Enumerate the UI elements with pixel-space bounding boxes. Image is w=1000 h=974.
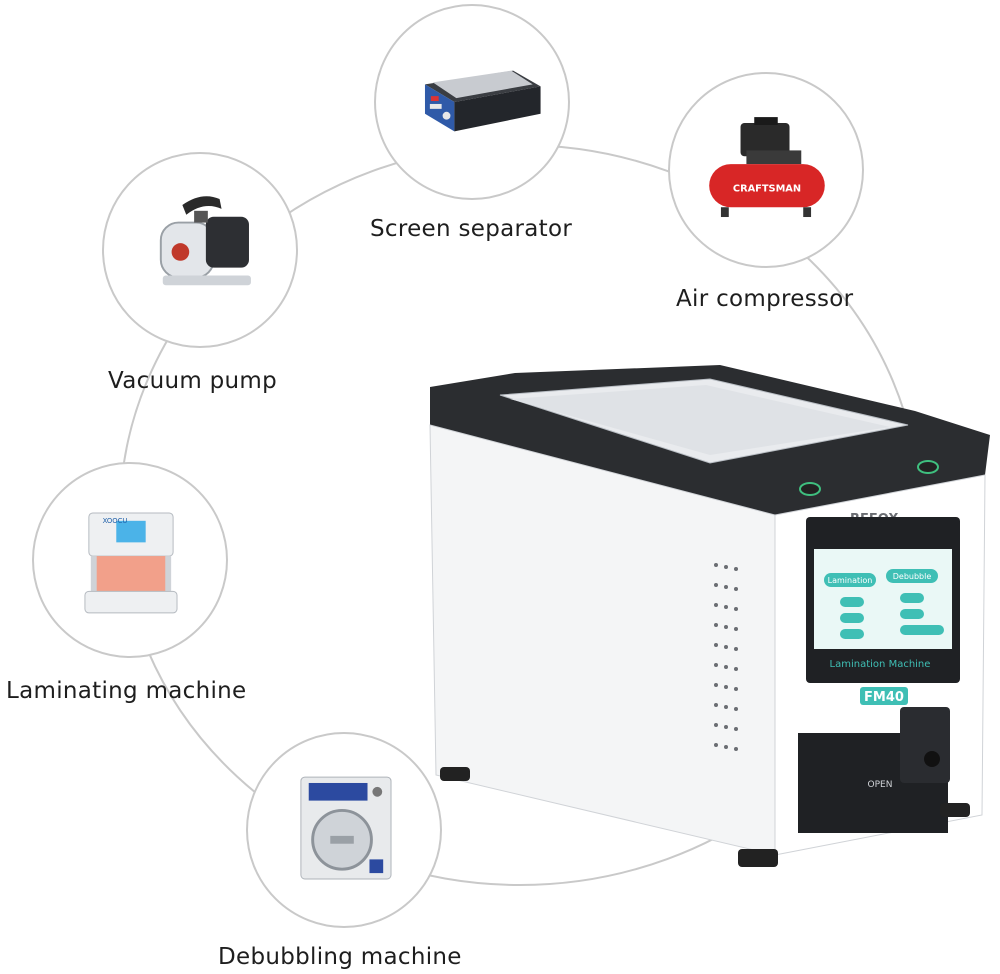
- laminating-machine-icon: XOOCU: [84, 512, 178, 614]
- laminating-machine-brand: XOOCU: [103, 517, 128, 525]
- screen-separator-node: [374, 4, 570, 200]
- vacuum-pump-icon: [159, 196, 251, 286]
- air-compressor-icon: CRAFTSMAN: [709, 117, 825, 218]
- screen-title: Lamination Machine: [830, 659, 931, 670]
- debubbling-machine-icon: [300, 776, 392, 880]
- lamination-machine-image: REFOX Lamination Debubble Lamination Mac…: [429, 365, 990, 867]
- debubbling-machine-node: [246, 732, 442, 928]
- screen-button-debubble: Debubble: [893, 572, 932, 581]
- air-compressor-node: CRAFTSMAN: [668, 72, 864, 268]
- air-compressor-label: Air compressor: [676, 286, 854, 312]
- door-label: OPEN: [868, 780, 893, 790]
- vacuum-pump-label: Vacuum pump: [108, 368, 278, 394]
- air-compressor-brand: CRAFTSMAN: [733, 184, 801, 195]
- screen-separator-label: Screen separator: [370, 216, 573, 242]
- screen-separator-icon: [424, 70, 541, 132]
- debubbling-machine-label: Debubbling machine: [218, 944, 462, 970]
- laminating-machine-node: XOOCU: [32, 462, 228, 658]
- vacuum-pump-node: [102, 152, 298, 348]
- screen-button-lamination: Lamination: [828, 576, 873, 585]
- machine-model: FM40: [864, 690, 904, 705]
- laminating-machine-label: Laminating machine: [6, 678, 247, 704]
